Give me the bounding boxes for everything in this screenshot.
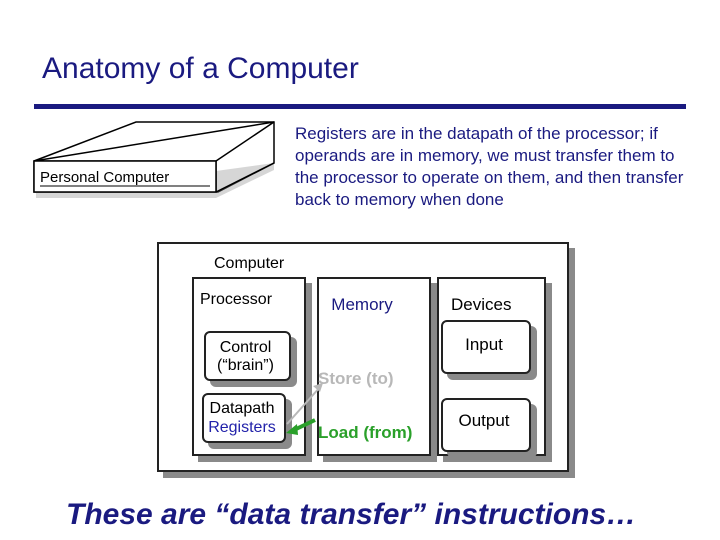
input-box <box>441 320 531 374</box>
store-arrowhead <box>313 383 323 392</box>
datapath-label-line1: Datapath <box>209 400 275 417</box>
load-arrow <box>293 418 316 432</box>
slide-title: Anatomy of a Computer <box>42 52 359 85</box>
control-label-line1: Control <box>219 339 272 356</box>
devices-label: Devices <box>451 295 512 314</box>
control-label-line2: (“brain”) <box>217 357 274 374</box>
datapath-label: Datapath Registers <box>202 399 282 437</box>
output-box <box>441 398 531 452</box>
callout-text: Registers are in the datapath of the pro… <box>295 124 684 209</box>
control-box <box>204 331 291 381</box>
output-label: Output <box>458 411 510 430</box>
bottom-caption: These are “data transfer” instructions… <box>66 498 637 531</box>
processor-label: Processor <box>200 291 273 308</box>
title-underline <box>34 104 686 109</box>
personal-computer-illustration <box>33 121 275 198</box>
datapath-box <box>202 393 286 443</box>
store-arrow <box>286 385 322 425</box>
memory-box <box>317 277 431 456</box>
store-label: Store (to) <box>318 369 394 388</box>
load-label: Load (from) <box>318 423 413 442</box>
registers-label: Registers <box>208 419 276 436</box>
computer-label: Computer <box>212 255 287 273</box>
memory-label: Memory <box>331 295 393 314</box>
personal-computer-label: Personal Computer <box>40 169 170 186</box>
load-arrowhead <box>286 424 298 435</box>
input-label: Input <box>465 335 503 354</box>
control-label: Control (“brain”) <box>204 339 287 375</box>
